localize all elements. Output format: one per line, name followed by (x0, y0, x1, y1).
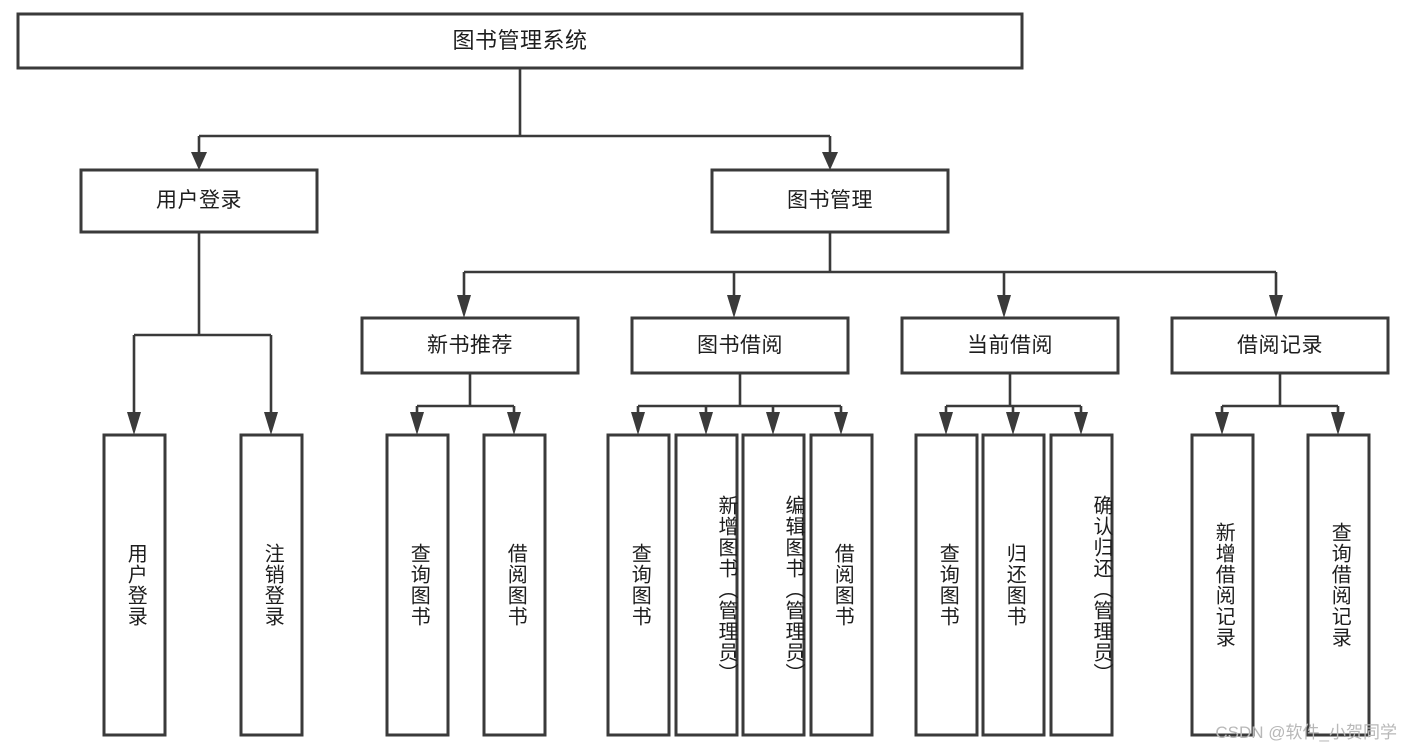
node-box-new-book-recommend[interactable] (360, 316, 580, 375)
leaf-box-book-borrow-1[interactable] (674, 433, 739, 737)
connector-userlogin-to-leaves (127, 232, 278, 435)
leaf-box-user-login-1[interactable] (239, 433, 304, 737)
leaf-box-borrow-record-1[interactable] (1306, 433, 1371, 737)
node-box-user-login[interactable] (79, 168, 319, 234)
leaf-box-current-borrow-2[interactable] (1049, 433, 1114, 737)
connector-bookmgmt-to-level2 (457, 232, 1283, 318)
leaf-box-user-login-0[interactable] (102, 433, 167, 737)
leaf-box-book-borrow-3[interactable] (809, 433, 874, 737)
leaf-box-new-book-1[interactable] (482, 433, 547, 737)
node-box-current-borrow[interactable] (900, 316, 1120, 375)
connector-borrowrecord-to-leaves (1215, 373, 1345, 435)
leaf-box-current-borrow-0[interactable] (914, 433, 979, 737)
connector-currentborrow-to-leaves (939, 373, 1088, 435)
leaf-box-current-borrow-1[interactable] (981, 433, 1046, 737)
node-box-book-borrow[interactable] (630, 316, 850, 375)
node-box-root[interactable] (16, 12, 1024, 70)
connector-bookborrow-to-leaves (631, 373, 848, 435)
connector-root-to-level1 (191, 68, 838, 170)
leaf-box-book-borrow-0[interactable] (606, 433, 671, 737)
node-box-borrow-record[interactable] (1170, 316, 1390, 375)
leaf-box-book-borrow-2[interactable] (741, 433, 806, 737)
node-box-book-management[interactable] (710, 168, 950, 234)
leaf-box-borrow-record-0[interactable] (1190, 433, 1255, 737)
connector-newbook-to-leaves (410, 373, 521, 435)
leaf-box-new-book-0[interactable] (385, 433, 450, 737)
